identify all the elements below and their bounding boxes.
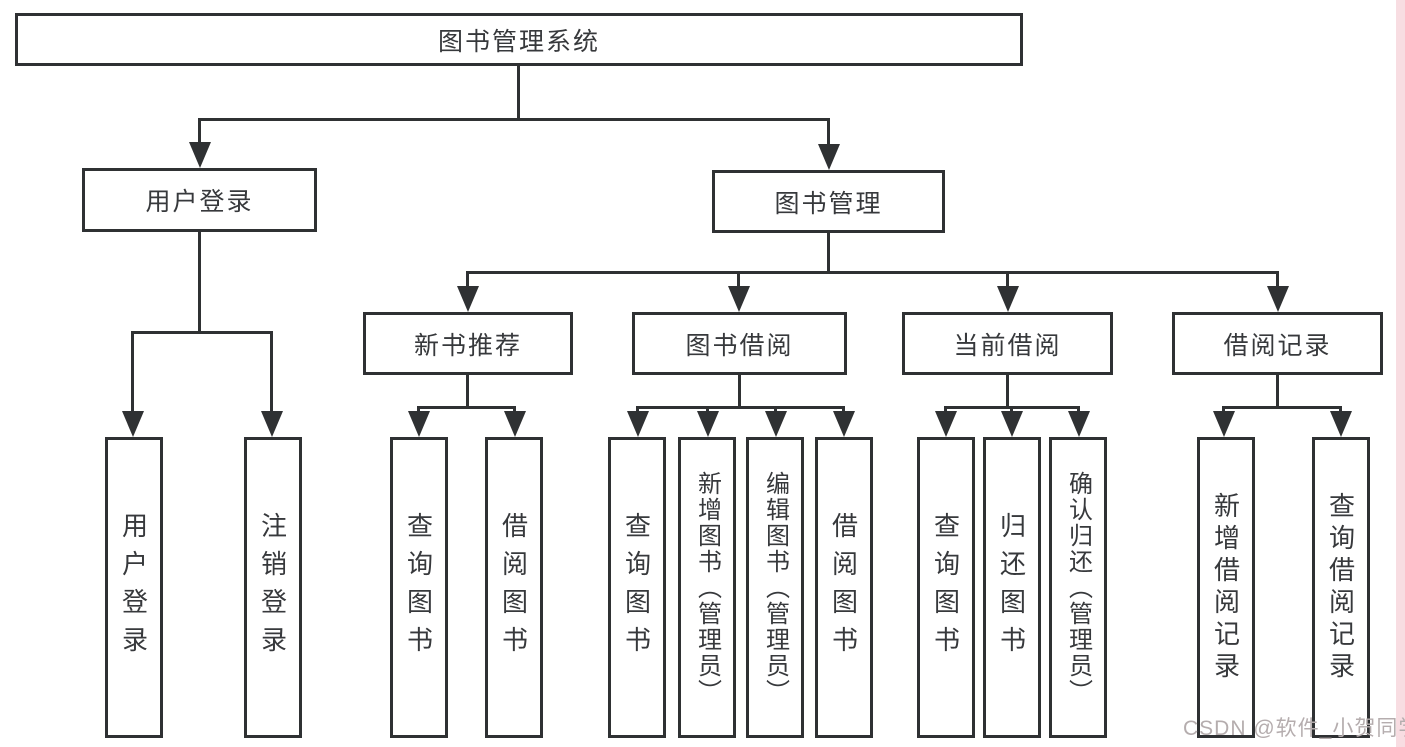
csdn-watermark: CSDN @软件_小贺同学 [1183,717,1405,740]
connector-line [198,118,830,121]
leaf-nb-query-books: 查询图书 [390,437,448,738]
connector-line [827,230,830,274]
node-borrowing-records: 借阅记录 [1172,312,1383,375]
connector-line [466,373,469,409]
arrow-head-icon [697,411,719,437]
connector-line [737,271,740,288]
arrow-head-icon [189,142,211,168]
leaf-user-login: 用户登录 [105,437,163,738]
connector-line [417,406,516,409]
connector-line [466,271,469,288]
leaf-cb-confirm-return-admin: 确认归还（管理员） [1049,437,1107,738]
leaf-nb-borrow-books: 借阅图书 [485,437,543,738]
arrow-head-icon [261,411,283,437]
arrow-head-icon [818,144,840,170]
connector-line [636,406,845,409]
arrow-head-icon [1001,411,1023,437]
connector-line [513,406,516,415]
arrow-head-icon [408,411,430,437]
leaf-cb-return-books: 归还图书 [983,437,1041,738]
connector-line [636,406,639,415]
connector-line [1222,406,1225,415]
connector-line [198,230,201,333]
connector-line [1006,271,1009,288]
connector-line [270,331,273,414]
leaf-cb-query-books: 查询图书 [917,437,975,738]
connector-line [1222,406,1342,409]
arrow-head-icon [457,286,479,312]
arrow-head-icon [728,286,750,312]
arrow-head-icon [765,411,787,437]
arrow-head-icon [627,411,649,437]
node-book-management: 图书管理 [712,170,945,233]
node-library-management-system: 图书管理系统 [15,13,1023,66]
leaf-logout: 注销登录 [244,437,302,738]
connector-line [1077,406,1080,415]
node-user-login: 用户登录 [82,168,317,232]
connector-line [827,118,830,146]
node-new-book-recommendation: 新书推荐 [363,312,573,375]
arrow-head-icon [1068,411,1090,437]
connector-line [1276,373,1279,409]
connector-line [706,406,709,415]
leaf-bb-borrow-books: 借阅图书 [815,437,873,738]
arrow-head-icon [1267,286,1289,312]
leaf-bb-add-books-admin: 新增图书（管理员） [678,437,736,738]
connector-line [517,64,520,121]
connector-line [131,331,273,334]
connector-line [1010,406,1013,415]
leaf-br-query-record: 查询借阅记录 [1312,437,1370,738]
connector-line [1276,271,1279,288]
leaf-bb-query-books: 查询图书 [608,437,666,738]
arrow-head-icon [997,286,1019,312]
arrow-head-icon [504,411,526,437]
leaf-bb-edit-books-admin: 编辑图书（管理员） [746,437,804,738]
arrow-head-icon [833,411,855,437]
connector-line [131,331,134,414]
node-current-borrowing: 当前借阅 [902,312,1113,375]
connector-line [198,118,201,144]
connector-line [944,406,947,415]
connector-line [842,406,845,415]
connector-line [417,406,420,415]
connector-line [774,406,777,415]
arrow-head-icon [122,411,144,437]
arrow-head-icon [1330,411,1352,437]
arrow-head-icon [935,411,957,437]
arrow-head-icon [1213,411,1235,437]
page-edge-band [1396,0,1405,747]
leaf-br-add-record: 新增借阅记录 [1197,437,1255,738]
node-book-borrowing: 图书借阅 [632,312,847,375]
connector-line [1339,406,1342,415]
connector-line [1006,373,1009,409]
connector-line [466,271,1279,274]
connector-line [738,373,741,409]
